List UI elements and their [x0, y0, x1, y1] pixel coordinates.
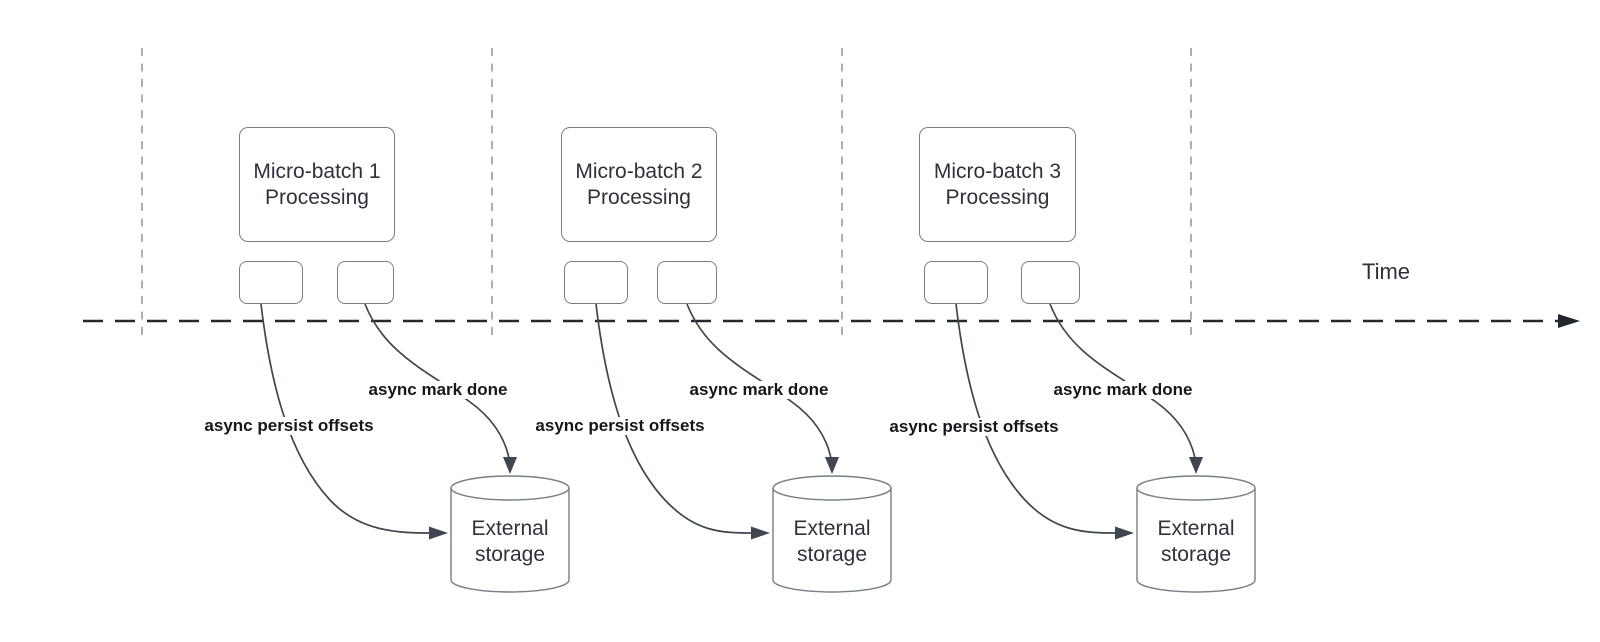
micro-batch-3-box: Micro-batch 3 Processing — [919, 127, 1076, 242]
micro-batch-3-done-task-rect — [1021, 261, 1080, 304]
time-axis-label: Time — [1361, 259, 1411, 284]
micro-batch-2-done-task-rect — [657, 261, 717, 304]
mark-done-label-2: async mark done — [686, 381, 832, 399]
micro-batch-1-offsets-task-rect — [239, 261, 303, 304]
mark-done-arrowhead-icon-1 — [503, 457, 517, 474]
micro-batch-3-offsets-task-rect — [924, 261, 988, 304]
time-axis-arrowhead-icon — [1558, 314, 1580, 328]
persist-offsets-label-2: async persist offsets — [532, 417, 708, 435]
micro-batch-2-title: Micro-batch 2 Processing — [575, 159, 703, 209]
mark-done-label-1: async mark done — [365, 381, 511, 399]
micro-batch-1-box: Micro-batch 1 Processing — [239, 127, 395, 242]
micro-batch-3-title: Micro-batch 3 Processing — [933, 159, 1062, 209]
persist-offsets-arrow-2 — [595, 303, 754, 534]
persist-offsets-arrow-1 — [260, 303, 432, 534]
persist-offsets-arrow-3 — [955, 303, 1118, 534]
external-storage-label-1: External storage — [471, 517, 549, 566]
external-storage-label-2: External storage — [793, 517, 871, 566]
external-storage-label-3: External storage — [1157, 517, 1235, 566]
external-storage-cylinder-2 — [772, 475, 892, 593]
persist-offsets-arrowhead-icon-1 — [429, 526, 448, 540]
mark-done-arrowhead-icon-3 — [1189, 457, 1203, 474]
external-storage-cylinder-3 — [1136, 475, 1256, 593]
micro-batch-2-offsets-task-rect — [564, 261, 628, 304]
micro-batch-1-done-task-rect — [337, 261, 394, 304]
micro-batch-2-box: Micro-batch 2 Processing — [561, 127, 717, 242]
mark-done-arrowhead-icon-2 — [825, 457, 839, 474]
mark-done-label-3: async mark done — [1050, 381, 1196, 399]
micro-batch-1-title: Micro-batch 1 Processing — [253, 159, 381, 209]
persist-offsets-label-1: async persist offsets — [201, 417, 377, 435]
persist-offsets-arrowhead-icon-3 — [1115, 526, 1134, 540]
persist-offsets-label-3: async persist offsets — [886, 418, 1062, 436]
persist-offsets-arrowhead-icon-2 — [751, 526, 770, 540]
external-storage-cylinder-1 — [450, 475, 570, 593]
